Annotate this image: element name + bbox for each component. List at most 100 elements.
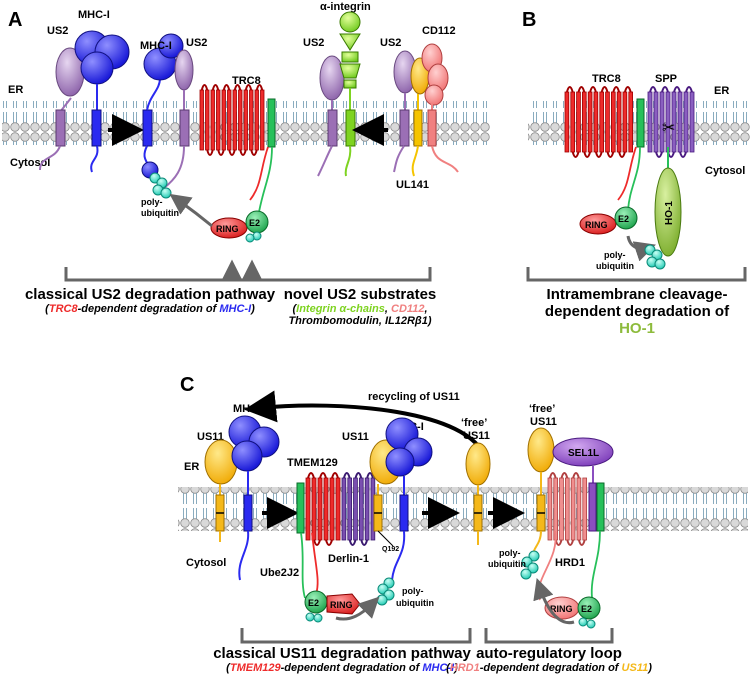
trc8-helices-b-loop xyxy=(600,86,609,93)
tmem129-label: TMEM129 xyxy=(287,457,338,469)
derlin-helices-loop xyxy=(366,472,374,479)
svg-text:RING: RING xyxy=(585,220,608,230)
cytosol-label-b: Cytosol xyxy=(705,165,745,177)
us11-label-c-2: US11 xyxy=(342,431,369,443)
trc8-helices-a-helix xyxy=(254,89,259,151)
hrd1-helices-loop xyxy=(548,472,557,479)
trc8-helices-b-helix xyxy=(570,91,575,153)
trc8-helices-b-helix xyxy=(582,91,587,153)
us2-mhc-complex-2: MHC-I US2 poly- ubiquitin xyxy=(140,33,207,218)
derlin-helices-helix xyxy=(347,477,352,541)
trc8-helices-a-helix xyxy=(205,89,210,151)
hrd1-helices-helix xyxy=(559,477,564,541)
trc8-helices-a-loop xyxy=(228,149,236,156)
tmem129-helices xyxy=(305,472,341,546)
hrd1-helices-helix xyxy=(582,477,587,541)
ul141-label: UL141 xyxy=(396,179,429,191)
svg-text:RING: RING xyxy=(550,604,573,614)
trc8-helices-b-helix xyxy=(599,91,604,153)
e2-c-2 xyxy=(577,596,601,620)
cytosol-label-a: Cytosol xyxy=(10,157,50,169)
ubiquitin-chain-c-1 xyxy=(376,577,395,606)
trc8-helices-a-loop xyxy=(217,149,225,156)
caption-a-right: novel US2 substrates (Integrin α-chains,… xyxy=(262,286,458,327)
spp-helices-loop xyxy=(673,86,681,93)
caption-a-left-title: classical US2 degradation pathway xyxy=(24,286,276,303)
tmem129-helices-helix xyxy=(311,477,317,541)
caption-a-left: classical US2 degradation pathway (TRC8-… xyxy=(20,286,280,315)
sel1l-label: SEL1L xyxy=(568,448,599,459)
ubiquitin-chain-a xyxy=(149,172,172,199)
svg-text:RING: RING xyxy=(330,600,353,610)
derlin-helices-helix xyxy=(353,477,358,541)
caption-c-left-title: classical US11 degradation pathway xyxy=(213,645,471,662)
ring-e2-c-1: E2 RING xyxy=(304,590,380,623)
free-us11-1: ‘free’ US11 xyxy=(461,417,491,545)
ring-a xyxy=(210,217,248,239)
us2-integrin-complex: α-integrin US2 xyxy=(303,1,371,177)
spp-helices-helix xyxy=(689,91,695,153)
svg-text:E2: E2 xyxy=(618,214,629,224)
free-label-1a: ‘free’ xyxy=(461,417,487,429)
derlin-helices-helix xyxy=(341,477,347,541)
ho1-protein xyxy=(654,167,682,257)
polyub-label-c-1b: ubiquitin xyxy=(396,598,434,608)
er-label-a: ER xyxy=(8,84,23,96)
ring-b xyxy=(579,213,617,235)
tmem129-helices-loop xyxy=(319,472,327,479)
hrd1-helices-loop xyxy=(572,472,580,479)
us11-mhc-complex-1: MHC-I US11 xyxy=(197,403,280,581)
derlin-helices-loop xyxy=(342,472,351,479)
trc8-helices-a-loop xyxy=(239,149,247,156)
ho1-label: HO-1 xyxy=(664,201,675,225)
scissors-icon: ✂ xyxy=(662,118,675,137)
trc8-helices-b-loop xyxy=(594,151,603,158)
svg-text:E2: E2 xyxy=(581,604,592,614)
tmem129-helices-helix xyxy=(323,477,329,541)
derlin-label: Derlin-1 xyxy=(328,553,369,565)
cytosol-label-c: Cytosol xyxy=(186,557,226,569)
trc8-helices-b-helix xyxy=(605,91,610,153)
spp-helices-helix xyxy=(683,91,689,153)
caption-c-right: auto-regulatory loop (HRD1-dependent deg… xyxy=(434,645,664,674)
hrd1-helices-helix xyxy=(565,477,570,541)
trc8-helices-a-helix xyxy=(221,89,226,151)
hrd1-helices-loop xyxy=(577,539,586,546)
tmem129-helices-helix xyxy=(329,477,335,541)
us2-label-2: US2 xyxy=(186,37,207,49)
trc8-helices-b-helix xyxy=(611,91,616,153)
free-label-2b: US11 xyxy=(530,416,557,428)
trc8-helices-a-loop xyxy=(233,84,242,91)
spp-helices xyxy=(647,86,695,158)
hrd1-label: HRD1 xyxy=(555,557,585,569)
er-label-b: ER xyxy=(714,85,729,97)
panel-b: ER Cytosol TRC8 SPP ✂ HO-1 RING E2 poly-… xyxy=(526,73,750,282)
trc8-helices-b-helix xyxy=(628,91,633,153)
polyub-label-c-2b: ubiquitin xyxy=(488,559,526,569)
svg-text:E2: E2 xyxy=(308,598,319,608)
tmem129-helices-helix xyxy=(335,477,341,541)
spp-helices-loop xyxy=(661,86,669,93)
tmem129-helices-loop xyxy=(313,539,321,546)
trc8-label-b: TRC8 xyxy=(592,73,621,85)
trc8-helices-b-helix xyxy=(564,91,570,153)
recycling-arrow xyxy=(244,390,487,459)
trc8-helices-a-loop xyxy=(211,84,220,91)
derlin-helices xyxy=(341,472,376,546)
hrd1-helices-helix xyxy=(547,477,553,541)
spp-helices-helix xyxy=(647,91,653,153)
polyub-label-c-1a: poly- xyxy=(402,586,424,596)
derlin-helices-helix xyxy=(364,477,370,541)
trc8-helices-b-loop xyxy=(583,151,592,158)
caption-c-left: classical US11 degradation pathway (TMEM… xyxy=(192,645,492,674)
polyub-label-c-2a: poly- xyxy=(499,548,521,558)
panel-letter-c: C xyxy=(180,374,194,396)
hrd1-helices-loop xyxy=(554,539,563,546)
spp-helices-loop xyxy=(649,86,657,93)
svg-text:RING: RING xyxy=(216,224,239,234)
free-us11-2-hrd1: ‘free’ US11 SEL1L HRD1 poly- ubiquit xyxy=(488,403,614,629)
tmem129-helices-helix xyxy=(317,477,323,541)
trc8-helices-b-loop xyxy=(589,86,597,93)
hrd1-helices-loop xyxy=(566,539,575,546)
caption-b-title-2: dependent degradation of HO-1 xyxy=(544,303,730,337)
